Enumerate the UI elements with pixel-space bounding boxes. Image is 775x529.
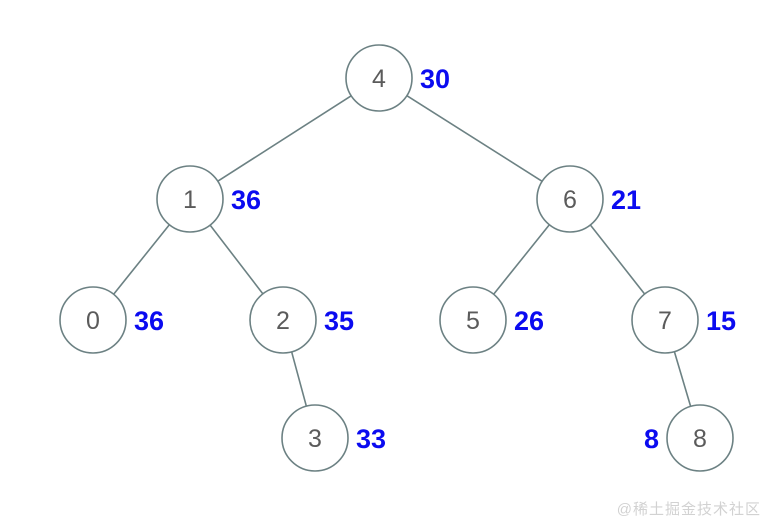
- tree-node-circle[interactable]: [439, 286, 507, 354]
- watermark: @稀土掘金技术社区: [616, 501, 761, 518]
- tree-node[interactable]: 88: [644, 404, 734, 472]
- tree-node-circle[interactable]: [249, 286, 317, 354]
- tree-node[interactable]: 4 30: [345, 44, 450, 112]
- tree-node-key: 4: [372, 65, 386, 93]
- tree-node-value: 21: [611, 185, 641, 215]
- tree-node[interactable]: 2 35: [249, 286, 354, 354]
- tree-node-circle[interactable]: [666, 404, 734, 472]
- tree-node-key: 6: [563, 186, 577, 214]
- tree-edge: [290, 351, 308, 407]
- tree-node[interactable]: 6 21: [536, 165, 641, 233]
- tree-node[interactable]: 7 15: [631, 286, 736, 354]
- tree-node-circle[interactable]: [536, 165, 604, 233]
- tree-edge: [217, 95, 352, 182]
- tree-node-value: 36: [231, 185, 261, 215]
- tree-node-value: 36: [134, 306, 164, 336]
- tree-node-value: 35: [324, 306, 354, 336]
- tree-node-value: 26: [514, 306, 544, 336]
- tree-edge: [113, 224, 170, 295]
- tree-node-key: 7: [658, 307, 672, 335]
- tree-edge: [406, 94, 543, 183]
- tree-node-key: 0: [86, 307, 100, 335]
- tree-node-key: 3: [308, 425, 322, 453]
- tree-node[interactable]: 1 36: [156, 165, 261, 233]
- tree-node[interactable]: 5 26: [439, 286, 544, 354]
- tree-node-value: 8: [644, 424, 659, 454]
- tree-edge: [673, 351, 692, 407]
- tree-node-circle[interactable]: [345, 44, 413, 112]
- tree-edge: [589, 224, 646, 295]
- tree-edge: [493, 224, 550, 295]
- tree-node-circle[interactable]: [631, 286, 699, 354]
- tree-node-value: 33: [356, 424, 386, 454]
- tree-edges-layer: [113, 94, 692, 407]
- tree-node-key: 8: [693, 425, 707, 453]
- tree-edge: [209, 224, 264, 295]
- tree-node-circle[interactable]: [156, 165, 224, 233]
- tree-node-value: 15: [706, 306, 736, 336]
- tree-node[interactable]: 0 36: [59, 286, 164, 354]
- tree-node-key: 5: [466, 307, 480, 335]
- tree-node-key: 2: [276, 307, 290, 335]
- tree-node-circle[interactable]: [59, 286, 127, 354]
- tree-node-key: 1: [183, 186, 197, 214]
- tree-node-circle[interactable]: [281, 404, 349, 472]
- tree-node-value: 30: [420, 64, 450, 94]
